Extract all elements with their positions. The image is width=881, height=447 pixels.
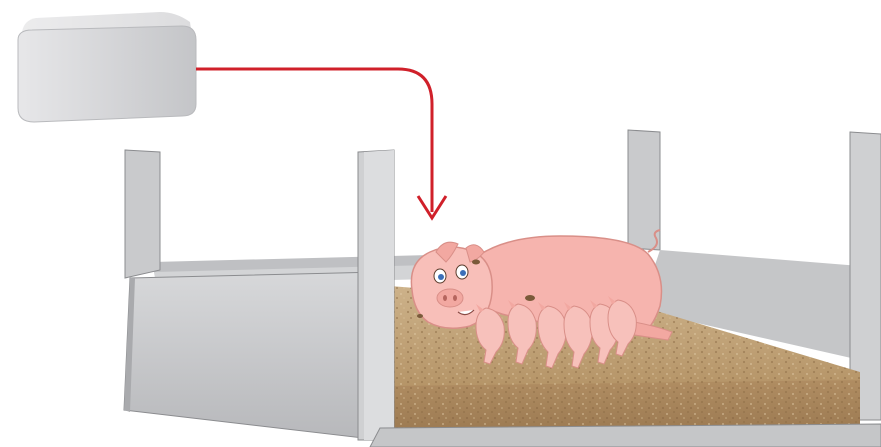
piglet-icon: [563, 302, 593, 369]
sensor-box-icon: [17, 12, 197, 123]
pen-front-rail: [369, 423, 881, 447]
down-arrow-icon: [196, 67, 448, 221]
pen-right-wall: [627, 129, 881, 421]
piglet-icon: [607, 296, 637, 357]
piglet-icon: [475, 304, 505, 365]
pen-left-wall: [123, 149, 381, 441]
pen-front-post: [357, 149, 395, 441]
piglet-icon: [537, 302, 567, 369]
piglet-icon: [507, 300, 537, 365]
piglets: [475, 296, 637, 369]
